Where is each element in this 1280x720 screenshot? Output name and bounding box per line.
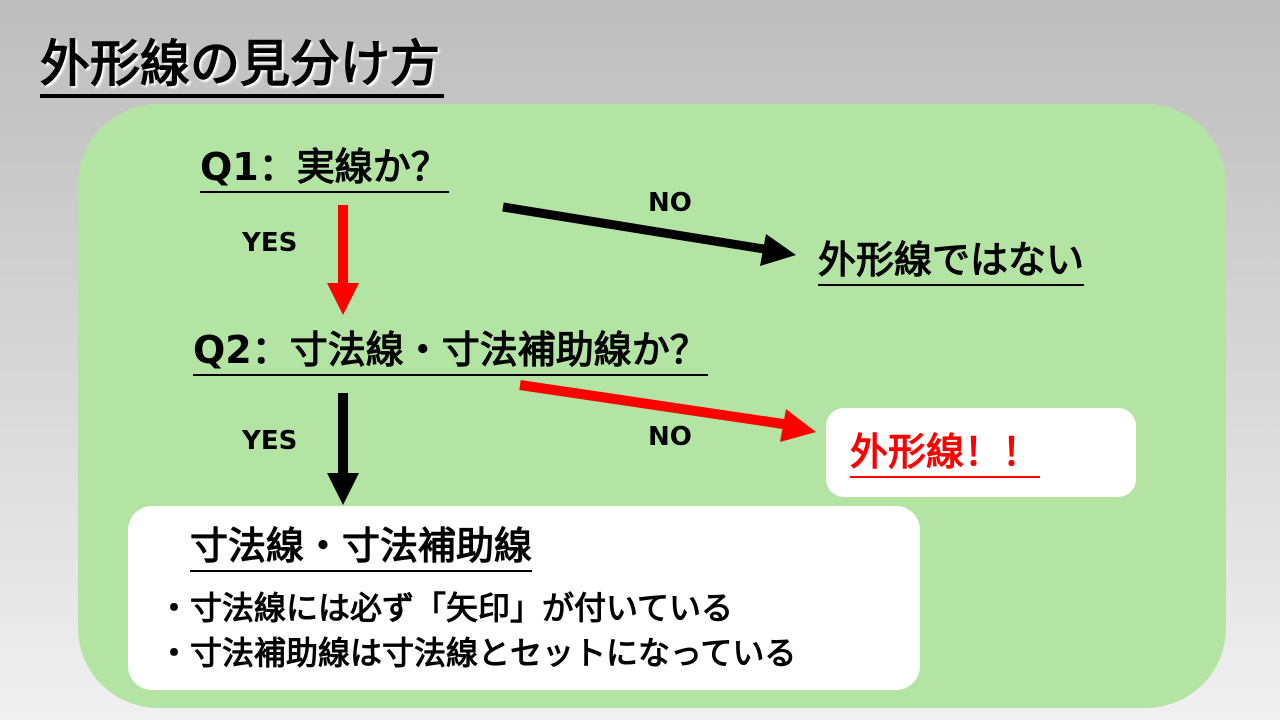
- q2-no-arrow: [519, 380, 816, 442]
- slide-title: 外形線の見分け方: [40, 34, 444, 98]
- bullet-item: ・寸法線には必ず「矢印」が付いている: [158, 589, 734, 627]
- dimension-line-heading: 寸法線・寸法補助線: [190, 522, 533, 572]
- question-2: Q2：寸法線・寸法補助線か？: [193, 326, 708, 376]
- q1-yes-label: YES: [242, 228, 298, 258]
- q2-yes-arrow: [327, 393, 359, 505]
- dimension-line-box: 寸法線・寸法補助線 ・寸法線には必ず「矢印」が付いている ・寸法補助線は寸法線と…: [128, 506, 920, 690]
- question-1: Q1：実線か？: [200, 143, 449, 193]
- q1-no-label: NO: [648, 188, 692, 218]
- q2-no-label: NO: [648, 422, 692, 452]
- outline-result: 外形線！！: [850, 428, 1041, 478]
- q1-yes-arrow: [327, 205, 359, 315]
- q2-yes-label: YES: [242, 426, 298, 456]
- q1-no-arrow: [502, 202, 796, 266]
- not-outline-result: 外形線ではない: [818, 236, 1085, 286]
- outline-result-box: 外形線！！: [826, 408, 1136, 497]
- bullet-item: ・寸法補助線は寸法線とセットになっている: [158, 634, 797, 672]
